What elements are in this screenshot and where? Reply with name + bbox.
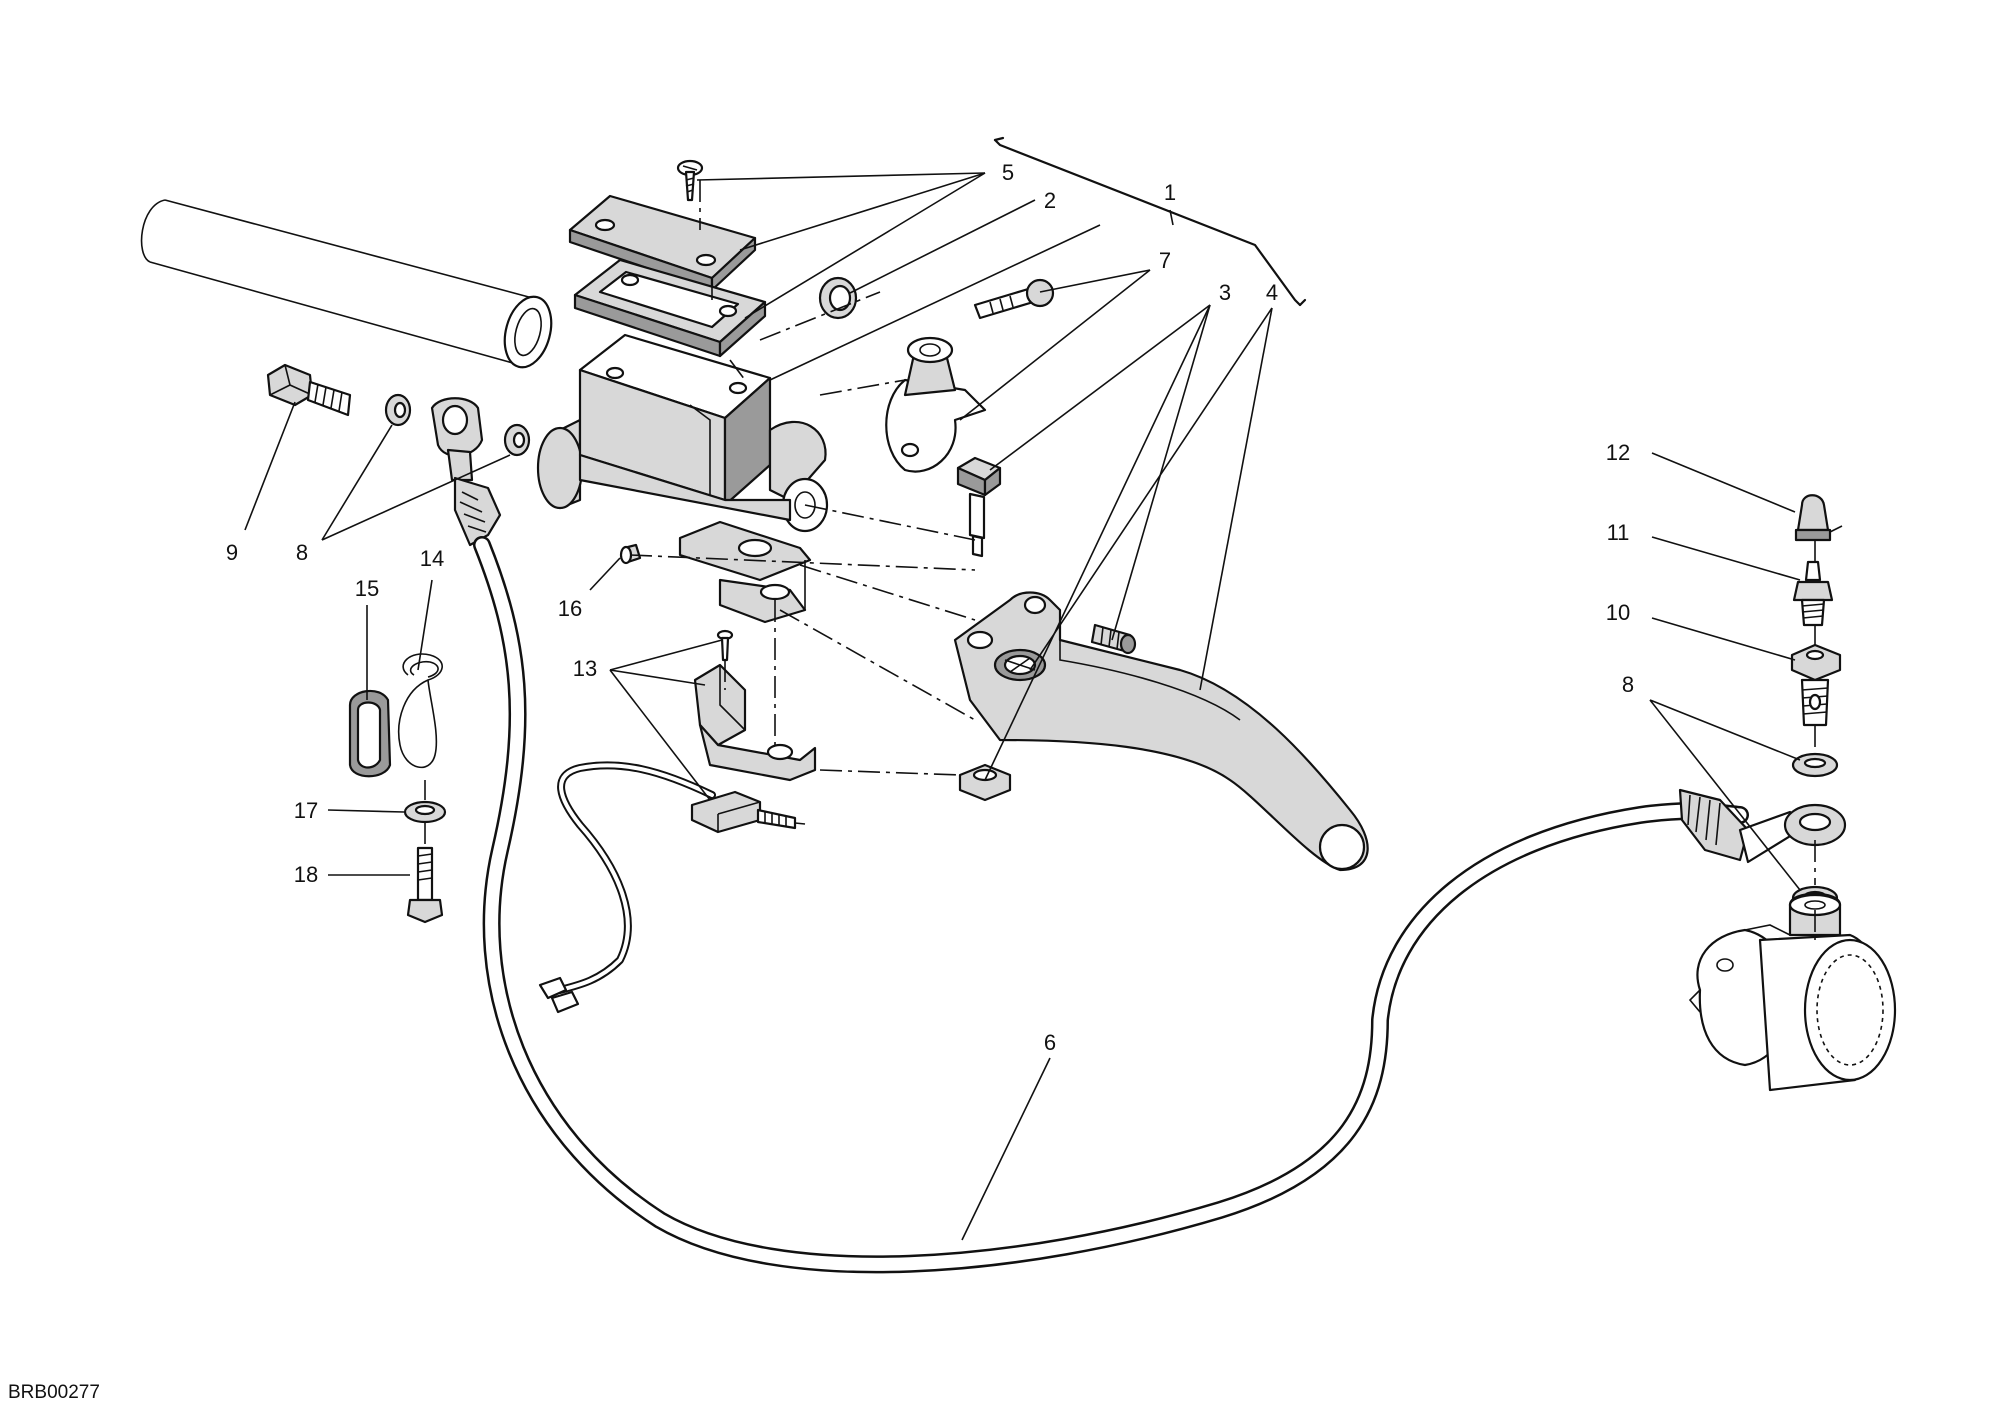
callout-6: 6 <box>1044 1030 1056 1055</box>
copper-washer-left <box>384 393 531 457</box>
callout-13: 13 <box>573 656 597 681</box>
assembly-bracket <box>993 136 1307 307</box>
callout-3: 3 <box>1219 280 1231 305</box>
washer <box>403 800 447 824</box>
o-ring <box>397 653 443 769</box>
reservoir-seal <box>818 276 858 320</box>
reservoir-diaphragm <box>573 258 767 358</box>
union-bolt <box>1790 643 1842 727</box>
lever-pivot-pin <box>956 456 1002 558</box>
callout-10: 10 <box>1606 600 1630 625</box>
callout-12: 12 <box>1606 440 1630 465</box>
assembly-lines <box>424 180 1816 940</box>
clutch-master-cylinder <box>536 333 829 624</box>
callout-15: 15 <box>355 576 379 601</box>
callout-labels: 1 2 3 4 5 6 7 8 8 9 10 11 12 13 14 15 16… <box>226 160 1634 1055</box>
leader-lines <box>244 172 1801 1241</box>
drawing-code: BRB00277 <box>8 1382 100 1403</box>
switch-bracket <box>693 663 817 782</box>
lever-adjuster-pin <box>1090 623 1137 655</box>
clutch-switch-wire <box>538 761 716 1014</box>
banjo-bolt <box>266 363 352 417</box>
hose-banjo-fitting-right <box>1678 788 1847 864</box>
clamp-screw <box>973 278 1055 320</box>
clutch-slave-cylinder <box>1688 892 1897 1092</box>
screw <box>406 846 444 924</box>
bleed-valve-cap <box>1794 494 1843 542</box>
callout-17: 17 <box>294 798 318 823</box>
callout-2: 2 <box>1044 188 1056 213</box>
switch-bracket-screw <box>716 629 734 662</box>
callout-11: 11 <box>1607 520 1630 545</box>
callout-5: 5 <box>1002 160 1014 185</box>
adjuster-grub-screw <box>619 543 642 565</box>
bleed-valve <box>1792 560 1834 627</box>
hose-banjo-fitting <box>430 397 502 547</box>
handlebar-clamp <box>885 336 987 473</box>
clutch-switch <box>690 790 806 834</box>
callout-9: 9 <box>226 540 238 565</box>
callout-18: 18 <box>294 862 318 887</box>
reservoir-cap-screw <box>676 159 704 202</box>
callout-4: 4 <box>1266 280 1278 305</box>
lever-pivot-nut <box>958 763 1012 802</box>
callout-16: 16 <box>558 596 582 621</box>
callout-14: 14 <box>420 546 444 571</box>
callout-1: 1 <box>1164 180 1176 205</box>
rubber-plug <box>348 689 392 778</box>
callout-8-left: 8 <box>296 540 308 565</box>
clutch-lever <box>953 591 1369 872</box>
callout-8-right: 8 <box>1622 672 1634 697</box>
handlebar <box>140 199 553 369</box>
clutch-hose <box>473 536 1749 1274</box>
reservoir-cap <box>568 194 757 292</box>
callout-7: 7 <box>1159 248 1171 273</box>
